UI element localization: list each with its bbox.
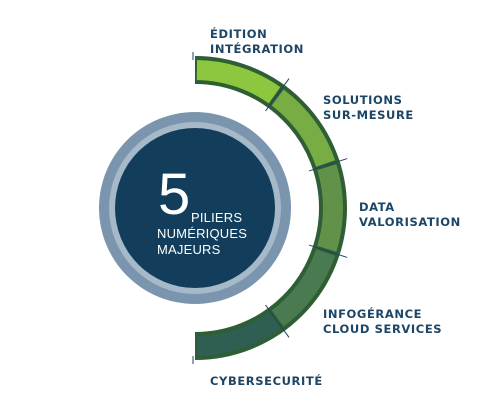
pillar-segment: [196, 60, 281, 104]
pillar-label-line: CYBERSECURITÉ: [210, 374, 323, 388]
pillar-label-line: CLOUD SERVICES: [323, 322, 443, 336]
arc-layer: [192, 52, 348, 364]
pillar-label-line: ÉDITION: [210, 27, 268, 41]
pillar-label-data: DATA VALORISATION: [359, 200, 461, 230]
center-circle: [99, 112, 291, 304]
pillar-segment: [317, 164, 343, 252]
center-line-majeurs: MAJEURS: [157, 242, 221, 257]
segment-divider-tick: [265, 304, 290, 338]
center-core: [115, 128, 275, 288]
segment-divider-tick: [308, 158, 348, 172]
segment-divider-tick: [265, 78, 290, 112]
pillar-label-line: SOLUTIONS: [323, 93, 403, 107]
pillar-segment: [271, 89, 336, 167]
pillar-label-line: INFOGÉRANCE: [323, 307, 423, 321]
center-line-numeriques: NUMÉRIQUES: [157, 226, 248, 241]
pillar-label-line: INTÉGRATION: [210, 42, 305, 56]
center-line-piliers: PILIERS: [191, 210, 243, 225]
pillar-label-edition: ÉDITION INTÉGRATION: [210, 27, 304, 57]
pillar-label-infogerance: INFOGÉRANCE CLOUD SERVICES: [323, 307, 442, 337]
pillar-segment: [196, 312, 281, 356]
pillar-label-solutions: SOLUTIONS SUR-MESURE: [323, 93, 414, 123]
center-number: 5: [158, 162, 191, 227]
pillar-label-line: DATA: [359, 200, 395, 214]
pillar-label-line: SUR-MESURE: [323, 108, 414, 122]
pillar-label-cybersecurite: CYBERSECURITÉ: [210, 374, 323, 389]
segment-divider-tick: [308, 244, 348, 258]
pillar-label-line: VALORISATION: [359, 215, 461, 229]
pillar-segment: [271, 249, 336, 327]
